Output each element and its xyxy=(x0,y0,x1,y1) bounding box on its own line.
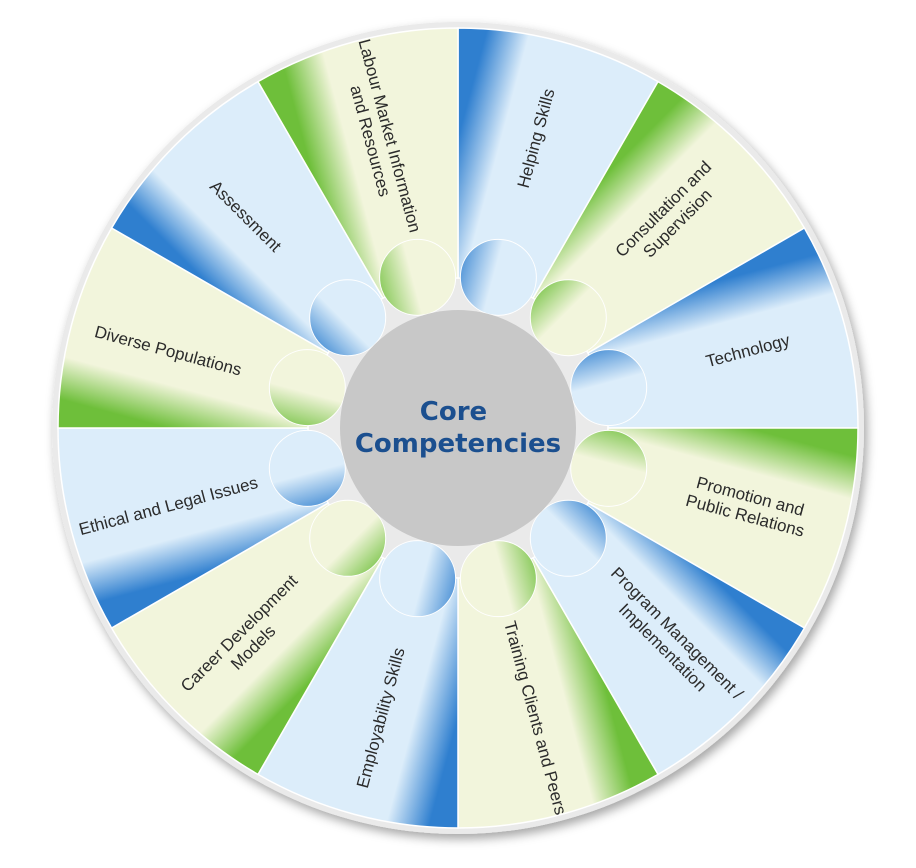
core-title-line-1: Core xyxy=(420,397,487,427)
inner-tab-technology xyxy=(570,349,648,427)
wheel-segments xyxy=(57,27,859,829)
core-center-disc xyxy=(340,310,576,546)
inner-tab-program-management-implementation xyxy=(529,499,607,577)
inner-tab-ethical-and-legal-issues xyxy=(268,429,346,507)
inner-tab-training-clients-and-peers xyxy=(459,540,537,618)
inner-tab-employability-skills xyxy=(379,540,457,618)
inner-tab-helping-skills xyxy=(459,238,537,316)
core-title-line-2: Competencies xyxy=(355,429,561,459)
core-title: Core Competencies xyxy=(355,397,561,459)
inner-tab-career-development-models xyxy=(309,499,387,577)
inner-tab-consultation-and-supervision xyxy=(529,279,607,357)
inner-tab-assessment xyxy=(309,279,387,357)
inner-tab-diverse-populations xyxy=(268,349,346,427)
wheel-inner-tabs xyxy=(268,238,648,618)
inner-tab-promotion-and-public-relations xyxy=(570,429,648,507)
inner-tab-labour-market-information-and-resources xyxy=(379,238,457,316)
